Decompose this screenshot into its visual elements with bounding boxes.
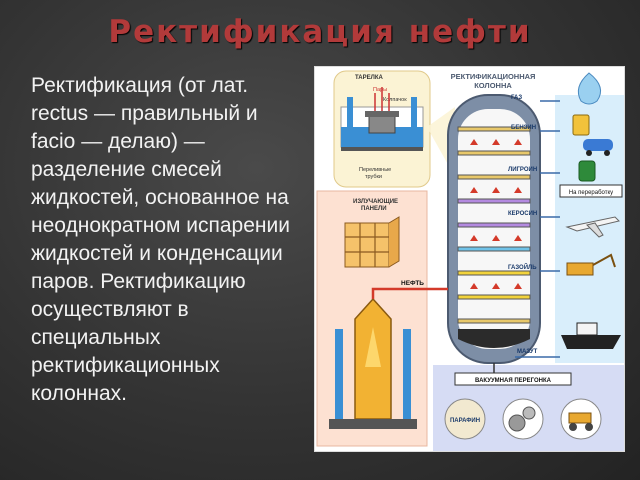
road-roller-icon — [568, 412, 593, 431]
gears-icon — [508, 406, 536, 432]
panels-title-line1: ИЗЛУЧАЮЩИЕ — [353, 199, 398, 205]
column-title-line2: КОЛОННА — [474, 81, 512, 90]
panels-title-line2: ПАНЕЛИ — [361, 206, 387, 212]
tray-pipes-label2: трубки — [365, 174, 382, 180]
vacuum-distillation-box — [454, 372, 572, 386]
tray-title: ТАРЕЛКА — [355, 75, 383, 81]
product-label-gasoil: ГАЗОЙЛЬ — [508, 263, 537, 271]
airplane-icon — [565, 216, 620, 238]
tray-vapor-label: Пары — [373, 87, 387, 93]
tray-cap-label: Колпачок — [383, 97, 407, 103]
column-title-line1: РЕКТИФИКАЦИОННАЯ — [451, 72, 536, 81]
barrel-icon — [578, 160, 596, 182]
distillation-diagram: РЕКТИФИКАЦИОННАЯ КОЛОННА ТАРЕЛКА Пары Ко… — [314, 66, 625, 452]
car-icon — [583, 139, 613, 156]
processing-box — [559, 184, 623, 198]
product-label-kerosene: КЕРОСИН — [508, 211, 537, 217]
product-label-gasoline: БЕНЗИН — [511, 125, 536, 131]
fuel-canister-icon — [572, 114, 590, 136]
slide-title: Ректификация нефти — [108, 14, 532, 50]
definition-paragraph: Ректификация (от лат. rectus — правильны… — [31, 74, 290, 405]
tray-inset: ТАРЕЛКА Пары Колпачок Переливные трубки — [333, 70, 431, 188]
radiant-panels-icon — [344, 216, 400, 268]
oil-feed-pipe — [371, 287, 448, 299]
distillation-column — [447, 94, 541, 364]
tray-pipes-label1: Переливные — [359, 167, 391, 173]
oil-label: НЕФТЬ — [401, 280, 424, 287]
processing-label: На переработку — [569, 190, 613, 196]
vacuum-label: ВАКУУМНАЯ ПЕРЕГОНКА — [475, 378, 552, 384]
gas-flame-icon — [577, 72, 602, 105]
product-label-fuel-oil: МАЗУТ — [517, 349, 538, 355]
ship-icon — [561, 322, 621, 349]
excavator-icon — [566, 253, 616, 276]
product-label-ligroin: ЛИГРОИН — [508, 167, 537, 173]
product-label-gas: ГАЗ — [511, 95, 522, 101]
paraffin-label: ПАРАФИН — [450, 418, 480, 424]
paraffin-circle — [444, 398, 486, 440]
furnace — [329, 297, 417, 429]
